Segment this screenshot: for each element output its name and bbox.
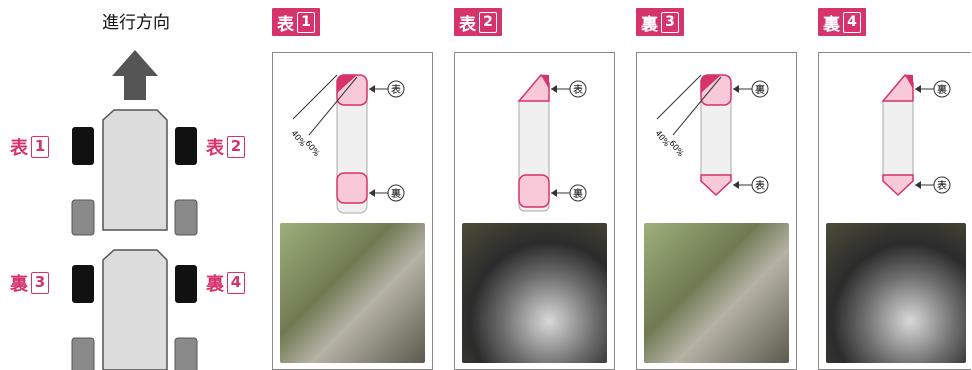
wear-diagram-1: 表 裏 40% 60% (289, 74, 405, 214)
tire-rear-right (174, 199, 198, 236)
panel-4: 裏 表 (818, 52, 971, 370)
pct-b-3: 60% (667, 139, 685, 159)
tag-bottom-2: 裏 (573, 187, 583, 200)
tag-bottom-4: 表 (937, 179, 947, 192)
panel-2: 表 裏 (454, 52, 615, 370)
wear-diagram-2: 表 裏 (517, 73, 587, 212)
chain-photo-1 (280, 223, 425, 363)
tag-bottom-3: 表 (755, 179, 765, 192)
tire-front-left (72, 127, 94, 165)
panel-3: 裏 表 40% 60% (636, 52, 797, 370)
pct-b-1: 60% (303, 139, 321, 159)
tire-front-right-2 (175, 265, 197, 303)
tire-rear-right-2 (174, 337, 198, 370)
vehicle-diagram (71, 50, 198, 370)
tire-front-left-2 (72, 265, 94, 303)
direction-label: 進行方向 (102, 13, 170, 33)
chain-photo-2 (462, 223, 607, 363)
tire-rear-left (71, 199, 95, 236)
tag-top-1: 表 (391, 83, 401, 96)
panel-1: 表 裏 40% 60% (272, 52, 433, 370)
chain-photo-3 (644, 223, 789, 363)
tag-top-4: 裏 (937, 83, 947, 96)
tag-top-3: 裏 (755, 83, 765, 96)
tire-rear-left-2 (71, 337, 95, 370)
front-vehicle (102, 109, 168, 231)
tire-front-right (175, 127, 197, 165)
tag-top-2: 表 (573, 83, 583, 96)
rear-vehicle (102, 249, 168, 370)
chain-photo-4 (826, 223, 966, 363)
wear-diagram-3: 裏 表 40% 60% (653, 74, 769, 197)
direction-arrow-icon (112, 50, 158, 100)
tag-bottom-1: 裏 (391, 187, 401, 200)
wear-diagram-4: 裏 表 (881, 73, 951, 197)
